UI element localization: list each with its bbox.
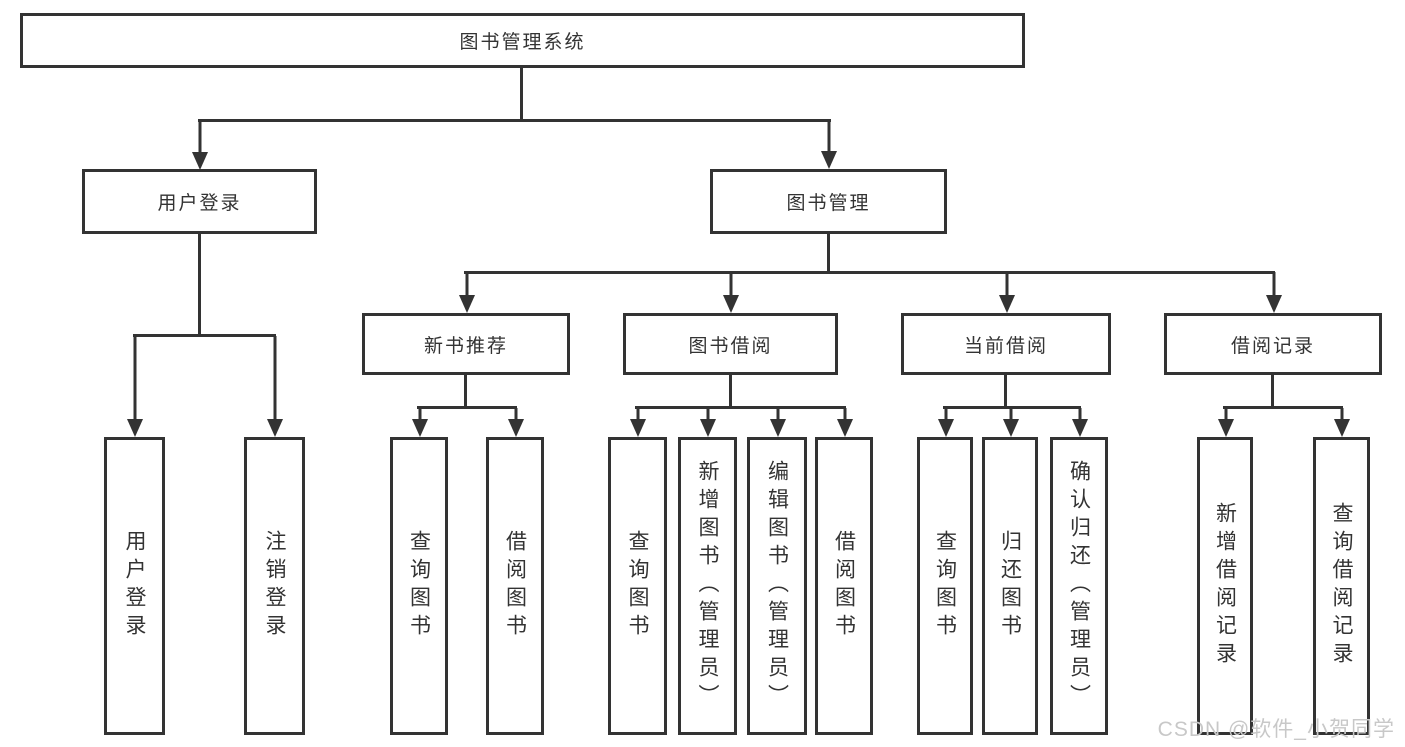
connector-recommend-branch bbox=[417, 406, 517, 409]
leaf-logout-login: 注销登录 bbox=[244, 437, 305, 735]
arrow-to-book-management bbox=[820, 120, 837, 169]
arrow-to-leaf-edit-book bbox=[769, 408, 786, 437]
node-current-borrow: 当前借阅 bbox=[901, 313, 1111, 375]
leaf-borrow-book-label: 借阅图书 bbox=[832, 530, 856, 642]
node-user-login: 用户登录 bbox=[82, 169, 317, 234]
node-user-login-label: 用户登录 bbox=[157, 193, 242, 214]
node-book-management-label: 图书管理 bbox=[786, 193, 871, 214]
node-root-label: 图书管理系统 bbox=[459, 32, 586, 53]
arrow-to-book-borrow bbox=[722, 272, 739, 313]
arrow-to-leaf-logout-login bbox=[266, 336, 283, 437]
leaf-borrow-query-book-label: 查询图书 bbox=[626, 530, 649, 642]
leaf-edit-book-admin: 编辑图书（管理员） bbox=[747, 437, 807, 735]
leaf-recommend-borrow-book-label: 借阅图书 bbox=[503, 530, 527, 642]
leaf-add-borrow-record: 新增借阅记录 bbox=[1197, 437, 1253, 735]
arrow-to-leaf-query-record bbox=[1333, 408, 1350, 437]
arrow-to-leaf-user-login bbox=[126, 336, 143, 437]
arrow-to-leaf-borrow-query bbox=[629, 408, 646, 437]
node-new-book-recommend: 新书推荐 bbox=[362, 313, 570, 375]
leaf-query-borrow-record: 查询借阅记录 bbox=[1313, 437, 1370, 735]
node-current-borrow-label: 当前借阅 bbox=[963, 335, 1048, 357]
arrow-to-leaf-confirm-return bbox=[1071, 408, 1088, 437]
arrow-to-leaf-add-record bbox=[1217, 408, 1234, 437]
leaf-edit-book-admin-label: 编辑图书（管理员） bbox=[765, 460, 789, 712]
node-borrow-records-label: 借阅记录 bbox=[1230, 335, 1315, 357]
arrow-to-new-book-recommend bbox=[458, 272, 475, 313]
arrow-to-leaf-recommend-query bbox=[411, 408, 428, 437]
arrow-to-current-borrow bbox=[998, 272, 1015, 313]
leaf-add-book-admin-label: 新增图书（管理员） bbox=[696, 460, 719, 712]
watermark: CSDN @软件_小贺同学 bbox=[1157, 718, 1395, 741]
connector-book-borrow-stem bbox=[729, 375, 732, 409]
connector-recommend-stem bbox=[464, 375, 467, 409]
leaf-return-book: 归还图书 bbox=[982, 437, 1038, 735]
connector-user-login-stem bbox=[198, 234, 201, 336]
node-new-book-recommend-label: 新书推荐 bbox=[423, 335, 508, 357]
connector-root-branch bbox=[198, 119, 831, 122]
leaf-borrow-book: 借阅图书 bbox=[815, 437, 873, 735]
leaf-recommend-borrow-book: 借阅图书 bbox=[486, 437, 544, 735]
arrow-to-user-login bbox=[191, 120, 208, 170]
node-root: 图书管理系统 bbox=[20, 13, 1025, 68]
node-book-borrow-label: 图书借阅 bbox=[688, 335, 773, 357]
connector-borrow-records-stem bbox=[1271, 375, 1274, 409]
leaf-logout-login-label: 注销登录 bbox=[263, 530, 286, 642]
connector-user-login-branch bbox=[133, 334, 276, 337]
connector-borrow-records-branch bbox=[1223, 406, 1343, 409]
arrow-to-leaf-current-query bbox=[937, 408, 954, 437]
arrow-to-leaf-recommend-borrow bbox=[507, 408, 524, 437]
leaf-confirm-return-admin: 确认归还（管理员） bbox=[1050, 437, 1108, 735]
leaf-user-login: 用户登录 bbox=[104, 437, 165, 735]
node-borrow-records: 借阅记录 bbox=[1164, 313, 1382, 375]
arrow-to-leaf-return-book bbox=[1002, 408, 1019, 437]
connector-book-mgmt-branch bbox=[464, 271, 1275, 274]
node-book-management: 图书管理 bbox=[710, 169, 947, 234]
leaf-return-book-label: 归还图书 bbox=[998, 530, 1022, 642]
connector-book-mgmt-stem bbox=[827, 234, 830, 273]
arrow-to-leaf-borrow-book bbox=[836, 408, 853, 437]
connector-current-borrow-branch bbox=[943, 406, 1081, 409]
leaf-borrow-query-book: 查询图书 bbox=[608, 437, 667, 735]
leaf-query-borrow-record-label: 查询借阅记录 bbox=[1330, 502, 1353, 670]
connector-root-stem bbox=[520, 68, 523, 120]
arrow-to-leaf-add-book bbox=[699, 408, 716, 437]
leaf-current-query-book: 查询图书 bbox=[917, 437, 973, 735]
leaf-add-book-admin: 新增图书（管理员） bbox=[678, 437, 737, 735]
arrow-to-borrow-records bbox=[1265, 272, 1282, 313]
leaf-user-login-label: 用户登录 bbox=[123, 530, 146, 642]
connector-book-borrow-branch bbox=[635, 406, 846, 409]
leaf-current-query-book-label: 查询图书 bbox=[933, 530, 957, 642]
connector-current-borrow-stem bbox=[1004, 375, 1007, 409]
leaf-add-borrow-record-label: 新增借阅记录 bbox=[1213, 502, 1237, 670]
leaf-recommend-query-book: 查询图书 bbox=[390, 437, 448, 735]
node-book-borrow: 图书借阅 bbox=[623, 313, 838, 375]
leaf-recommend-query-book-label: 查询图书 bbox=[407, 530, 431, 642]
leaf-confirm-return-admin-label: 确认归还（管理员） bbox=[1067, 460, 1091, 712]
